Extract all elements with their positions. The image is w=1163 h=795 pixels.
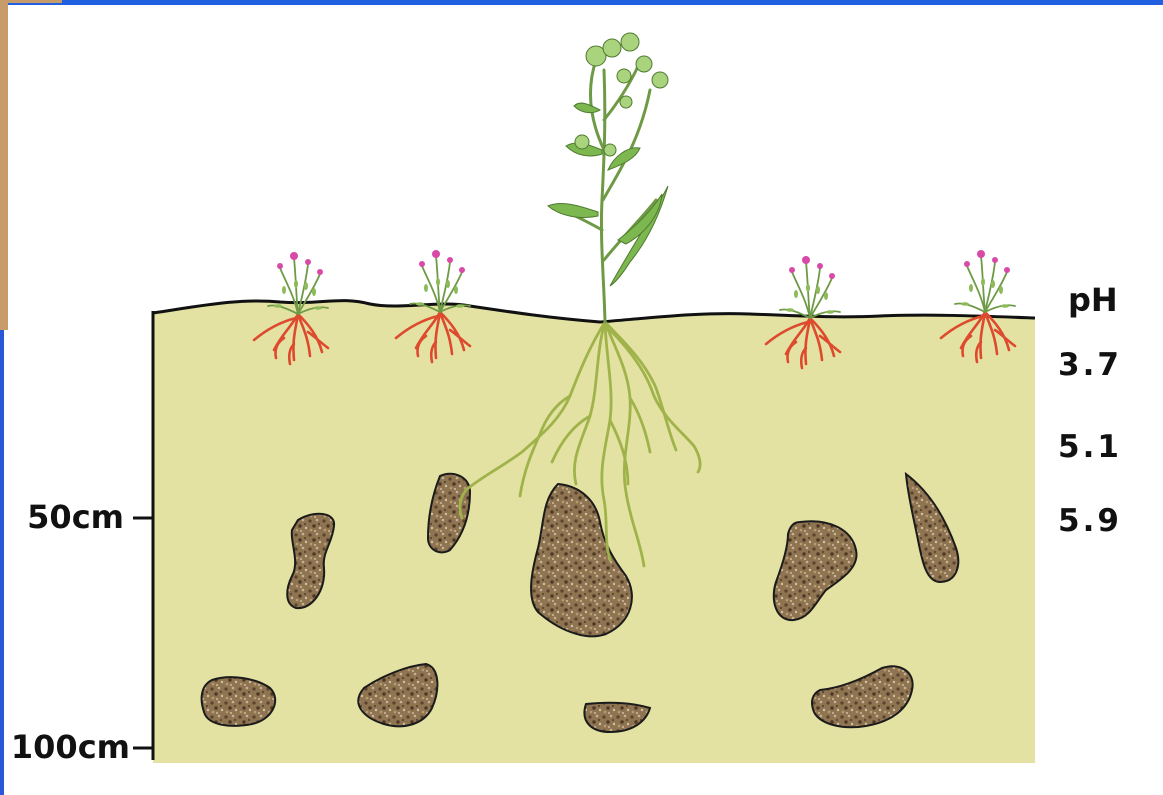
ph-value: 5.9 — [1058, 506, 1122, 537]
ph-value: 3.7 — [1058, 350, 1122, 381]
corner-tab — [0, 0, 62, 330]
depth-label-100cm: 100cm — [0, 731, 130, 763]
depth-axis — [133, 311, 153, 760]
depth-label-50cm: 50cm — [0, 501, 124, 533]
ph-heading: pH — [1068, 284, 1118, 316]
ph-value: 5.1 — [1058, 432, 1122, 463]
top-border — [0, 0, 1163, 5]
tall-leafy-plant — [548, 33, 668, 322]
stone — [202, 677, 276, 726]
